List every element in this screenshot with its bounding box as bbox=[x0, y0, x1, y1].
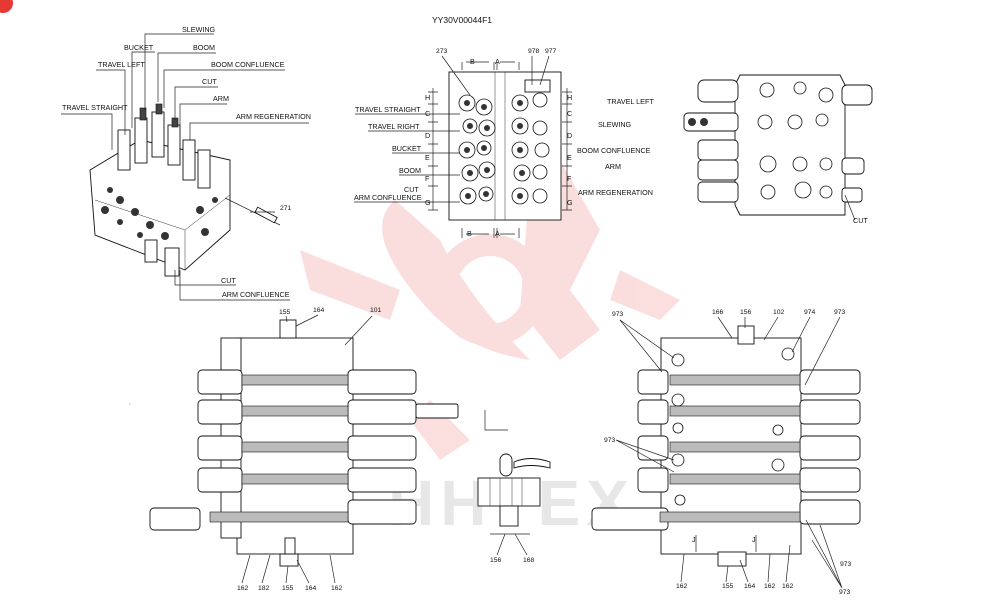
part-number-162-b: 162 bbox=[331, 585, 343, 592]
center-label-arm: ARM bbox=[605, 162, 621, 171]
diagram-code: YY30V00044F1 bbox=[432, 15, 492, 25]
right-label-cut: CUT bbox=[853, 216, 868, 225]
center-label-travel-left: TRAVEL LEFT bbox=[607, 97, 654, 106]
isometric-leader-lines bbox=[61, 33, 309, 301]
isometric-valve-view bbox=[89, 103, 281, 277]
center-label-bucket: BUCKET bbox=[392, 144, 422, 153]
label-bucket: BUCKET bbox=[124, 43, 154, 52]
label-bottom-arm-confluence: ARM CONFLUENCE bbox=[222, 290, 290, 299]
center-label-slewing: SLEWING bbox=[598, 120, 632, 129]
section-b-top: B bbox=[470, 57, 475, 66]
section-h-left: H bbox=[425, 93, 430, 102]
section-e-right: E bbox=[567, 153, 572, 162]
label-bottom-cut: CUT bbox=[221, 276, 236, 285]
part-number-978: 978 bbox=[528, 48, 540, 55]
section-e-left: E bbox=[425, 153, 430, 162]
label-boom: BOOM bbox=[193, 43, 215, 52]
part-number-164-bottom: 164 bbox=[305, 585, 317, 592]
part-number-164-top: 164 bbox=[313, 307, 325, 314]
part-number-162-br-b: 162 bbox=[764, 583, 776, 590]
center-label-arm-confluence: ARM CONFLUENCE bbox=[354, 193, 422, 202]
part-number-973-br-a: 973 bbox=[839, 589, 851, 596]
part-number-182: 182 bbox=[258, 585, 270, 592]
center-label-travel-straight: TRAVEL STRAIGHT bbox=[355, 105, 421, 114]
watermark-logo bbox=[300, 160, 680, 460]
center-label-travel-right: TRAVEL RIGHT bbox=[368, 122, 420, 131]
section-j-left: J bbox=[692, 535, 696, 544]
section-g-left: G bbox=[425, 198, 431, 207]
label-arm-regeneration: ARM REGENERATION bbox=[236, 112, 311, 121]
part-number-164-br: 164 bbox=[744, 583, 756, 590]
part-number-166: 166 bbox=[712, 309, 724, 316]
part-number-156: 156 bbox=[490, 557, 502, 564]
label-slewing: SLEWING bbox=[182, 25, 216, 34]
center-valve-front-view bbox=[448, 71, 562, 221]
label-arm: ARM bbox=[213, 94, 229, 103]
page-corner-badge bbox=[0, 0, 13, 13]
bottom-center-spool-detail: 156 168 bbox=[477, 410, 551, 564]
part-number-273: 273 bbox=[436, 48, 448, 55]
section-d-left: D bbox=[425, 131, 430, 140]
section-b-bottom: B bbox=[467, 229, 472, 238]
section-j-right: J bbox=[752, 535, 756, 544]
section-h-right: H bbox=[567, 93, 572, 102]
right-valve-side-view: CUT bbox=[683, 74, 873, 225]
part-number-162-a: 162 bbox=[237, 585, 249, 592]
label-travel-left: TRAVEL LEFT bbox=[98, 60, 145, 69]
part-number-977: 977 bbox=[545, 48, 557, 55]
bottom-left-valve-section: 155 164 101 162 182 155 164 162 bbox=[149, 307, 459, 592]
isometric-labels: SLEWING BUCKET BOOM TRAVEL LEFT BOOM CON… bbox=[62, 25, 311, 299]
part-number-973-tr: 973 bbox=[834, 309, 846, 316]
section-g-right: G bbox=[567, 198, 573, 207]
part-number-271: 271 bbox=[280, 205, 292, 212]
label-travel-straight: TRAVEL STRAIGHT bbox=[62, 103, 128, 112]
section-c-right: C bbox=[567, 109, 572, 118]
center-label-arm-regeneration: ARM REGENERATION bbox=[578, 188, 653, 197]
part-number-162-br-c: 162 bbox=[782, 583, 794, 590]
label-boom-confluence: BOOM CONFLUENCE bbox=[211, 60, 285, 69]
section-c-left: C bbox=[425, 109, 430, 118]
section-a-bottom: A bbox=[495, 229, 500, 238]
part-number-155-bottom: 155 bbox=[282, 585, 294, 592]
margin-mark: , bbox=[129, 400, 131, 406]
label-cut: CUT bbox=[202, 77, 217, 86]
center-view-section-markers: B A B A 273 978 977 H C D E F G H C D E … bbox=[354, 48, 654, 238]
part-number-973-side: 973 bbox=[604, 437, 616, 444]
section-a-top: A bbox=[495, 57, 500, 66]
part-number-168: 168 bbox=[523, 557, 535, 564]
center-label-boom-confluence: BOOM CONFLUENCE bbox=[577, 146, 651, 155]
part-number-156-r: 156 bbox=[740, 309, 752, 316]
part-number-101: 101 bbox=[370, 307, 382, 314]
part-number-102: 102 bbox=[773, 309, 785, 316]
part-number-155-top: 155 bbox=[279, 309, 291, 316]
section-f-left: F bbox=[425, 174, 430, 183]
center-label-boom: BOOM bbox=[399, 166, 421, 175]
section-f-right: F bbox=[567, 174, 572, 183]
bottom-right-valve-section: 973 166 156 102 974 973 973 J J 162 155 … bbox=[591, 309, 861, 596]
part-number-974: 974 bbox=[804, 309, 816, 316]
part-number-155-br: 155 bbox=[722, 583, 734, 590]
section-d-right: D bbox=[567, 131, 572, 140]
center-label-cut: CUT bbox=[404, 185, 419, 194]
part-number-162-br-a: 162 bbox=[676, 583, 688, 590]
part-number-973-tl: 973 bbox=[612, 311, 624, 318]
part-number-973-br-b: 973 bbox=[840, 561, 852, 568]
